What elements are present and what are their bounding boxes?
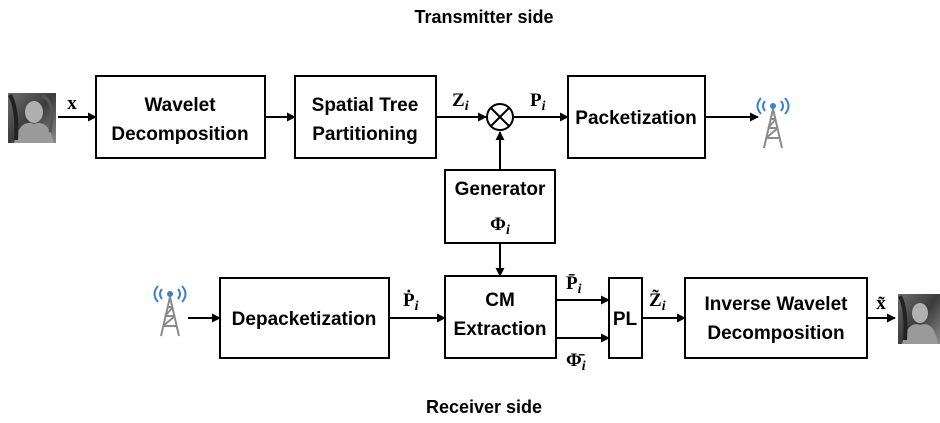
phi-bar-signal-label: Φ̄i xyxy=(566,350,586,374)
svg-text:Spatial Tree: Spatial Tree xyxy=(312,95,419,116)
p-bar-signal-label: P̄i xyxy=(566,273,582,297)
wavelet-decomposition-block: Wavelet Decomposition xyxy=(95,75,266,159)
spatial-tree-partitioning-block: Spatial Tree Partitioning xyxy=(294,75,437,159)
svg-text:Generator: Generator xyxy=(455,179,546,200)
output-image-icon xyxy=(898,294,940,344)
transmitter-title: Transmitter side xyxy=(414,7,553,27)
z-signal-label: Zi xyxy=(452,90,469,114)
transmit-antenna-icon xyxy=(756,97,790,149)
receiver-title: Receiver side xyxy=(426,397,542,417)
p-signal-label: Pi xyxy=(530,90,546,114)
svg-text:Decomposition: Decomposition xyxy=(707,323,844,344)
svg-text:Packetization: Packetization xyxy=(575,108,696,129)
p-dot-signal-label: Ṗi xyxy=(403,290,419,314)
packetization-block: Packetization xyxy=(567,75,706,159)
depacketization-block: Depacketization xyxy=(219,277,390,359)
cm-extraction-block: CM Extraction xyxy=(444,275,557,359)
pl-block: PL xyxy=(608,277,643,359)
receive-antenna-icon xyxy=(153,285,187,337)
svg-text:CM: CM xyxy=(485,290,515,311)
inverse-wavelet-decomposition-block: Inverse Wavelet Decomposition xyxy=(684,277,868,359)
z-tilde-signal-label: Z̃i xyxy=(649,290,666,314)
svg-text:Wavelet: Wavelet xyxy=(144,95,216,116)
input-image-icon xyxy=(8,93,56,143)
svg-text:PL: PL xyxy=(613,309,638,330)
connections xyxy=(58,112,896,343)
generator-block: Generator Φi xyxy=(444,169,556,244)
output-signal-label: x̃ xyxy=(876,293,886,314)
multiplier-circle-icon xyxy=(486,103,514,131)
svg-text:Partitioning: Partitioning xyxy=(312,124,418,145)
svg-text:Φi: Φi xyxy=(490,214,510,238)
svg-text:Extraction: Extraction xyxy=(454,319,547,340)
svg-text:Depacketization: Depacketization xyxy=(232,309,377,330)
svg-text:Inverse Wavelet: Inverse Wavelet xyxy=(705,294,849,315)
phi-symbol: Φ xyxy=(490,214,506,235)
phi-subscript: i xyxy=(506,223,510,238)
svg-text:Decomposition: Decomposition xyxy=(111,124,248,145)
input-signal-label: x xyxy=(67,93,77,114)
